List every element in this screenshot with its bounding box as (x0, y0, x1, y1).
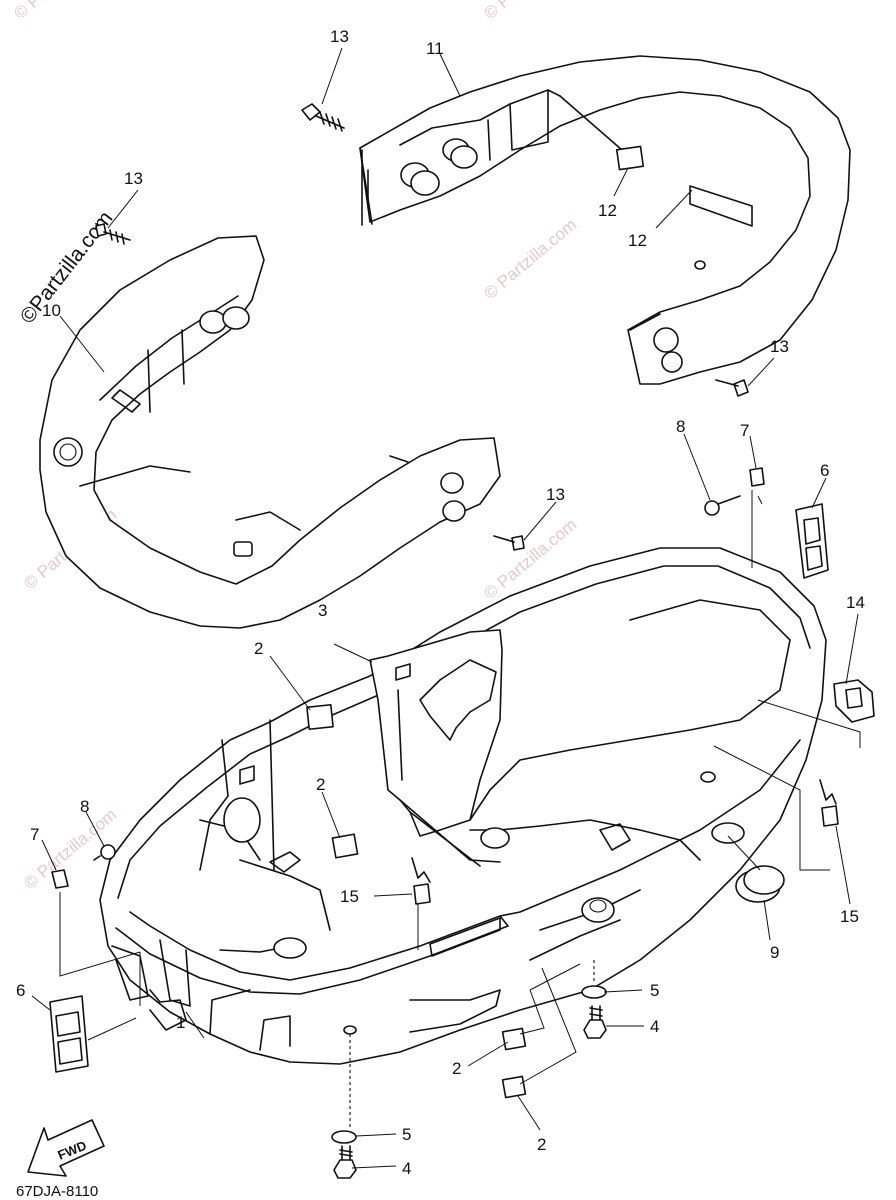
part-number-6: 6 (820, 461, 829, 480)
screw-13-right (715, 379, 749, 397)
pad-2-a (306, 704, 334, 730)
grommet (727, 835, 785, 903)
watermark: © Partzilla.com (480, 215, 580, 303)
support-bracket-front (39, 235, 501, 629)
part-number-7: 7 (740, 421, 749, 440)
part-number-2: 2 (452, 1059, 461, 1078)
pad-2-b (331, 833, 359, 859)
part-number-8: 8 (80, 797, 89, 816)
part-number-5: 5 (402, 1125, 411, 1144)
screw-13-top (301, 103, 345, 132)
bolt-4-bottom (333, 1145, 357, 1179)
part-number-4: 4 (650, 1017, 659, 1036)
clip-6-right (795, 503, 829, 579)
support-bracket-rear (359, 55, 851, 385)
part-number-13: 13 (124, 169, 143, 188)
part-number-15: 15 (340, 887, 359, 906)
part-number-5: 5 (650, 981, 659, 1000)
part-number-2: 2 (316, 775, 325, 794)
part-number-12: 12 (598, 201, 617, 220)
part-number-9: 9 (770, 943, 779, 962)
part-number-7: 7 (30, 825, 39, 844)
part-number-11: 11 (426, 39, 444, 58)
watermark: © Partzilla.com (480, 0, 580, 23)
washer-5-bottom (331, 1130, 357, 1144)
part-number-13: 13 (546, 485, 565, 504)
part-number-2: 2 (254, 639, 263, 658)
part-number-3: 3 (318, 601, 327, 620)
part-number-13: 13 (330, 27, 349, 46)
clip-7-left (51, 869, 69, 889)
screw-8-left (93, 844, 116, 861)
inner-plate (369, 629, 510, 867)
clip-7-right (749, 467, 765, 487)
part-number-4: 4 (402, 1159, 411, 1178)
part-numbers: 1 2 2 2 2 3 4 4 5 5 6 6 7 7 8 8 9 10 11 … (16, 27, 865, 1178)
clamp-15-right (819, 779, 839, 827)
part-number-14: 14 (846, 593, 865, 612)
bolt-4-right (583, 1005, 607, 1039)
screw-13-left (95, 223, 131, 245)
part-number-1: 1 (176, 1013, 185, 1032)
leader-lines (31, 47, 859, 1169)
part-number-6: 6 (16, 981, 25, 1000)
pad-2-c (501, 1027, 527, 1051)
part-number-12: 12 (628, 231, 647, 250)
pad-2-d (501, 1075, 527, 1099)
assembly-lines (59, 490, 861, 1128)
part-number-10: 10 (42, 301, 61, 320)
screw-13-mid (493, 535, 525, 551)
part-number-13: 13 (770, 337, 789, 356)
clip-6-left (49, 995, 89, 1073)
washer-5-right (581, 985, 607, 999)
watermark: © Partzilla.com (10, 0, 110, 23)
part-number-15: 15 (840, 907, 859, 926)
part-number-8: 8 (676, 417, 685, 436)
bracket-14 (833, 679, 875, 723)
fwd-arrow-icon: FWD (27, 1119, 105, 1177)
diagram-code: 67DJA-8110 (16, 1183, 98, 1200)
part-number-2: 2 (537, 1135, 546, 1154)
screw-8-right (704, 495, 741, 516)
clamp-15-mid (411, 857, 431, 905)
